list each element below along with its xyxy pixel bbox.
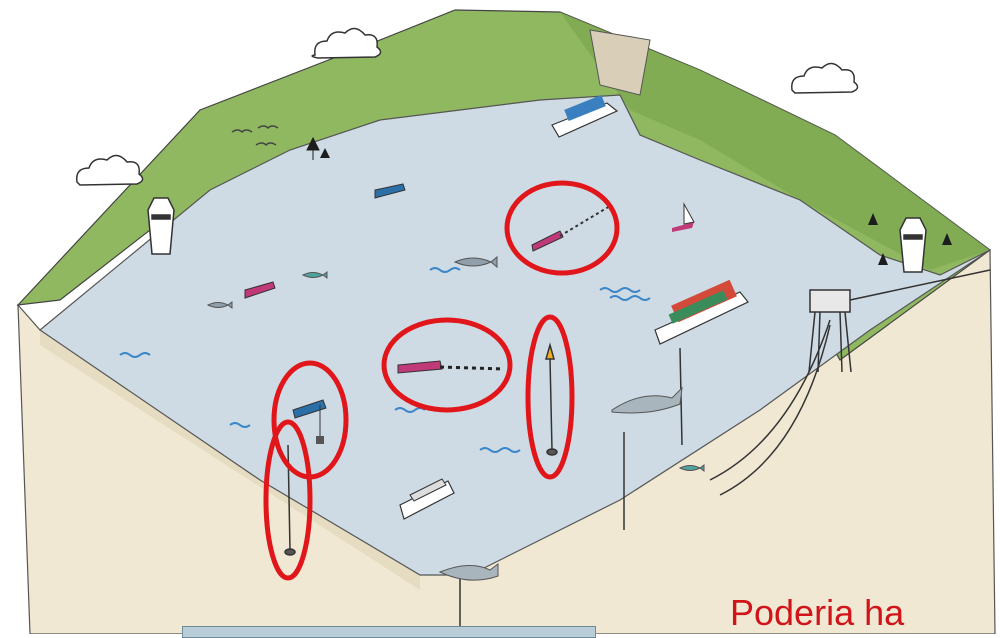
bottom-panel [182,626,596,638]
slide-caption: Poderia ha [730,592,904,634]
